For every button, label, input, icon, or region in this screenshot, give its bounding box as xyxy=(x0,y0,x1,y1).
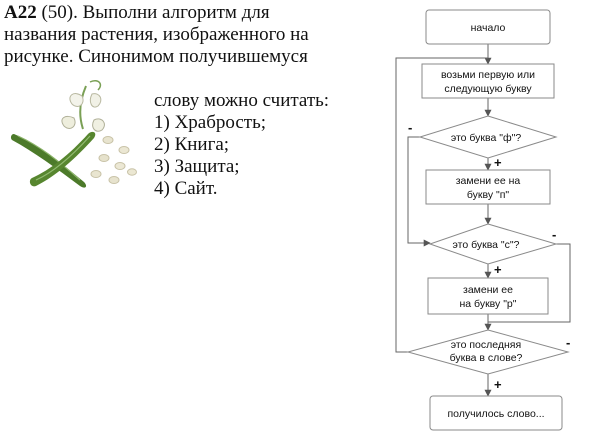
decision-s: это буква "с"? xyxy=(428,223,558,265)
replace-r-line-1: замени ее xyxy=(463,284,513,296)
decision-f: это буква "ф"? xyxy=(418,115,558,159)
decision-last: это последняя буква в слове? xyxy=(406,329,570,375)
start-block: начало xyxy=(425,9,551,45)
task-text: A22 (50). Выполни алгоритм для названия … xyxy=(4,2,382,68)
answer-block: слову можно считать: 1) Храбрость; 2) Кн… xyxy=(154,90,329,200)
decision-last-line-1: это последняя xyxy=(451,339,521,351)
task-line-4: слову можно считать: xyxy=(154,90,330,111)
decision-f-label: это буква "ф"? xyxy=(451,132,522,144)
task-number: A22 xyxy=(4,2,37,23)
decision-last-line-2: буква в слове? xyxy=(450,352,523,364)
minus-sign: - xyxy=(552,227,556,242)
answer-option: 4) Сайт. xyxy=(154,178,218,199)
plus-sign: + xyxy=(494,155,502,170)
answer-option: 1) Храбрость; xyxy=(154,112,267,133)
decision-s-label: это буква "с"? xyxy=(453,239,520,251)
replace-r-block: замени ее на букву "р" xyxy=(427,277,549,315)
plus-sign: + xyxy=(494,262,502,277)
task-line-2: названия растения, изображенного на xyxy=(4,24,309,45)
minus-sign: - xyxy=(408,120,412,135)
plus-sign: + xyxy=(494,377,502,392)
replace-p-line-1: замени ее на xyxy=(456,175,521,187)
take-letter-line-1: возьми первую или xyxy=(441,69,535,81)
start-label: начало xyxy=(471,22,506,34)
replace-p-line-2: букву "п" xyxy=(467,189,510,201)
result-label: получилось слово... xyxy=(447,408,544,420)
bean-plant-icon xyxy=(10,79,137,188)
take-letter-line-2: следующую букву xyxy=(444,83,532,95)
answer-option: 3) Защита; xyxy=(154,156,240,177)
task-line-3: рисунке. Синонимом получившемуся xyxy=(4,46,308,67)
take-letter-block: возьми первую или следующую букву xyxy=(421,63,555,99)
answer-option: 2) Книга; xyxy=(154,134,230,155)
replace-p-block: замени ее на букву "п" xyxy=(425,169,551,205)
minus-sign: - xyxy=(566,335,570,350)
replace-r-line-2: на букву "р" xyxy=(460,298,517,310)
task-line-1: A22 (50). Выполни алгоритм для xyxy=(4,2,382,24)
result-block: получилось слово... xyxy=(429,395,563,431)
task-points: (50). Выполни алгоритм для xyxy=(41,2,270,23)
